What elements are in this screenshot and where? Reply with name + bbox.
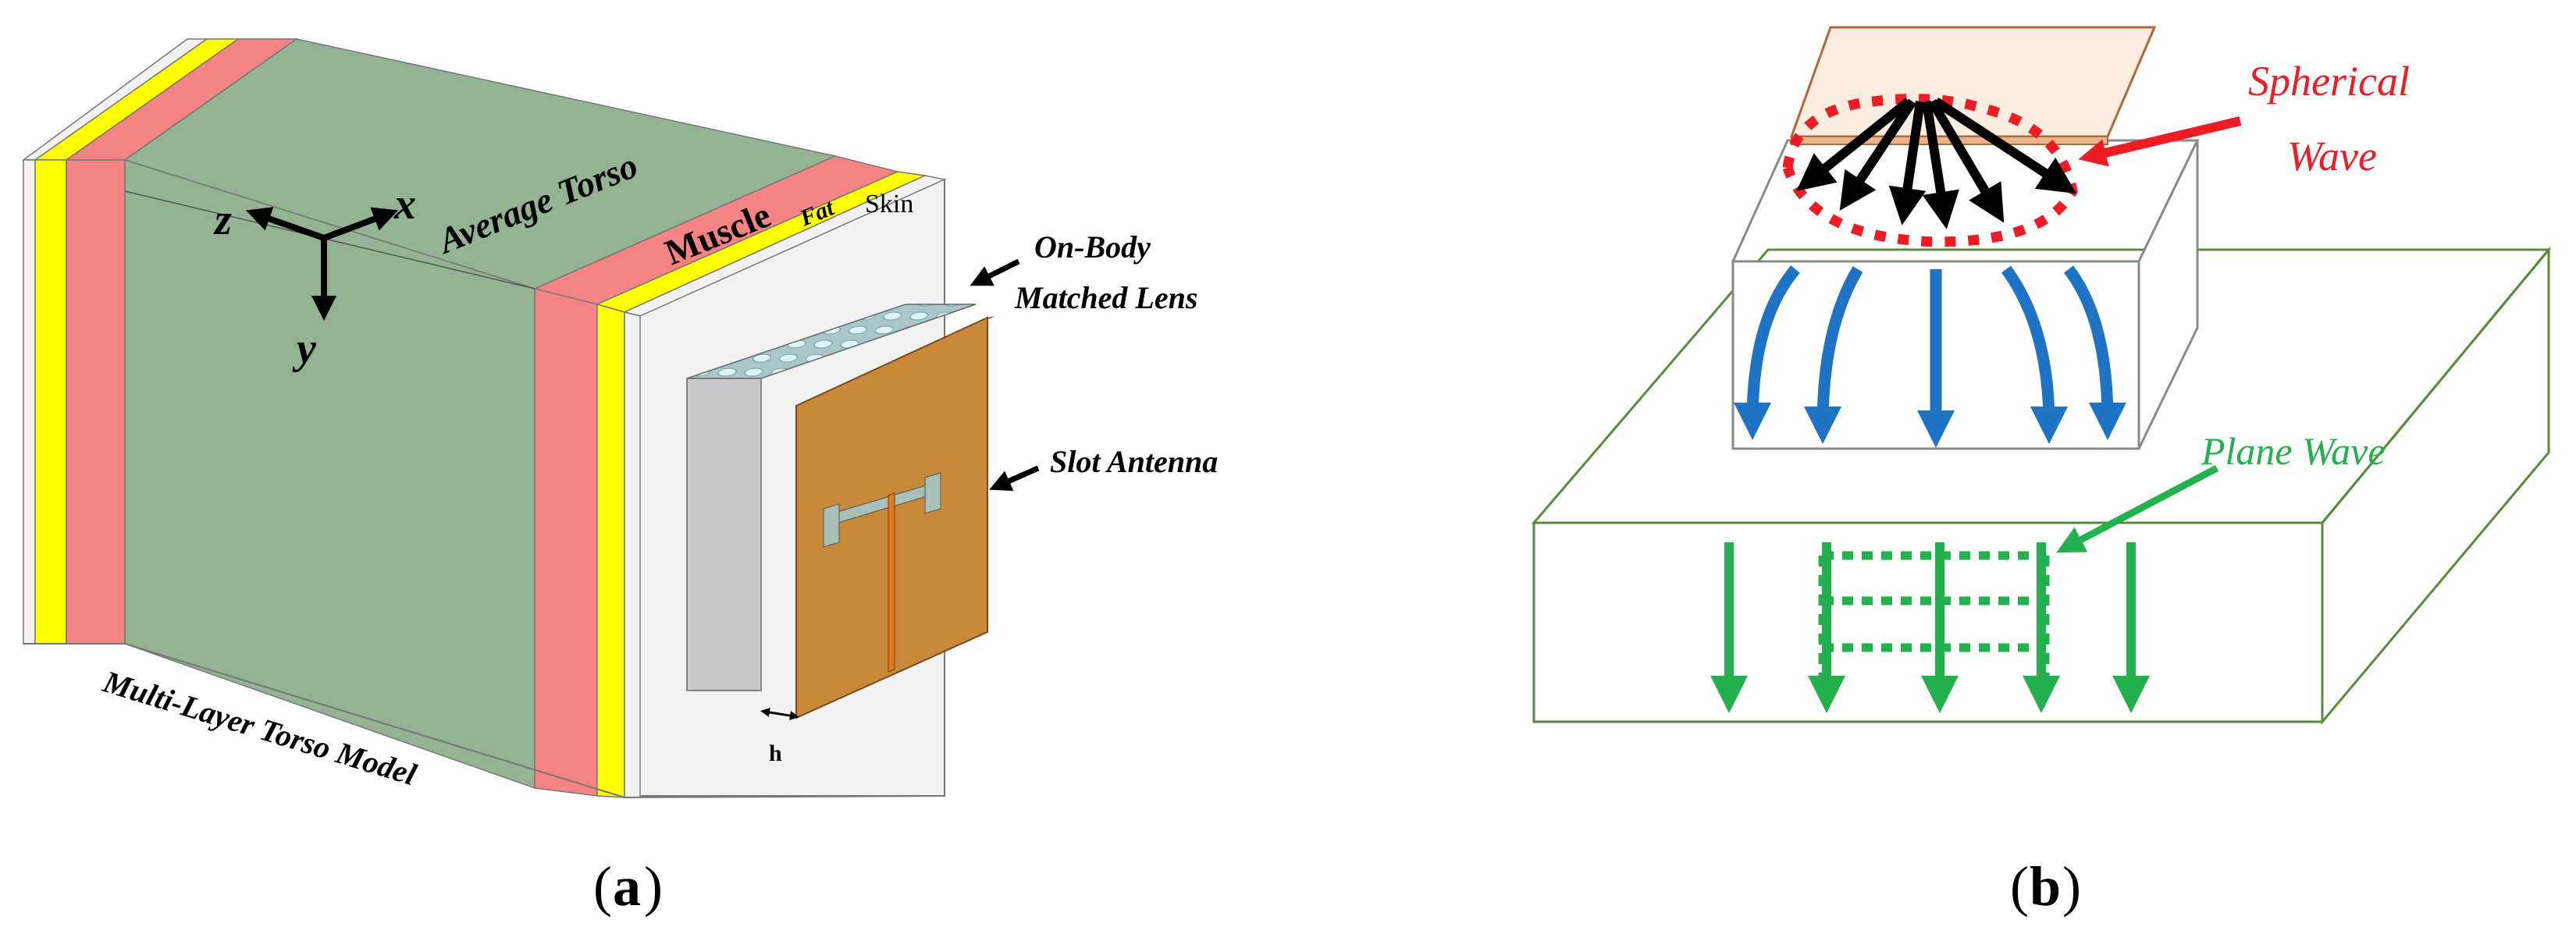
caption-a-letter: a: [613, 855, 641, 918]
coordinate-axes: z x y: [213, 180, 416, 373]
axis-z-label: z: [213, 196, 232, 244]
lens-box: [1731, 139, 2200, 450]
skin-label: Skin: [865, 190, 913, 218]
torso-top-diagonal: [124, 190, 535, 289]
caption-b-letter: b: [2030, 855, 2061, 918]
svg-text:): ): [2062, 855, 2081, 918]
torso-bottom-edge: [23, 643, 945, 799]
svg-text:): ): [644, 855, 663, 918]
antenna-plate: [1789, 26, 2157, 145]
plane-wave-label: Plane Wave: [2201, 429, 2386, 473]
plane-wave-dotted-fronts: [1818, 551, 2050, 694]
panel-a-torso-diagram: z x y Average Torso Muscle Fat Skin h: [21, 38, 1218, 799]
slot-antenna: [795, 316, 995, 719]
antenna-callout-arrow: [989, 465, 1040, 492]
axis-y-label: y: [292, 325, 317, 373]
front-skin-left: [23, 159, 36, 645]
front-skin-right: [624, 311, 641, 798]
plane-wave-slab: [1531, 246, 2552, 726]
slot-antenna-label: Slot Antenna: [1050, 444, 1218, 479]
caption-b: ( b ): [2010, 855, 2081, 918]
front-fat-left: [34, 159, 67, 645]
front-muscle-right: [534, 288, 598, 797]
spherical-fan-arrows: [1796, 97, 2077, 229]
lens-label-line2: Matched Lens: [1014, 280, 1197, 315]
spherical-label-line1: Spherical: [2248, 58, 2410, 105]
h-dimension-arrow: [760, 708, 799, 720]
antenna-slot-right-end: [924, 472, 941, 514]
svg-text:(: (: [2010, 855, 2029, 918]
plane-wave-callout-arrow: [2056, 465, 2219, 553]
antenna-slot-left-end: [823, 503, 840, 548]
panel-b-wave-diagram: Spherical Wave Plane Wave: [1531, 26, 2552, 726]
svg-text:(: (: [593, 855, 612, 918]
h-label: h: [769, 740, 782, 766]
caption-a: ( a ): [593, 855, 663, 918]
axis-x-label: x: [393, 180, 416, 229]
spherical-label-line2: Wave: [2287, 133, 2377, 179]
front-muscle-left: [66, 159, 126, 645]
front-fat-right: [596, 304, 625, 798]
lens-callout-arrow: [970, 258, 1020, 286]
plane-wave-arrows: [1710, 542, 2150, 713]
on-body-matched-lens: [686, 304, 977, 691]
lens-label-line1: On-Body: [1034, 229, 1151, 265]
lens-internal-arrows: [1734, 265, 2126, 449]
antenna-feed-line: [888, 492, 895, 673]
spherical-callout-arrow: [2078, 116, 2242, 167]
lens-front-face: [686, 378, 762, 691]
